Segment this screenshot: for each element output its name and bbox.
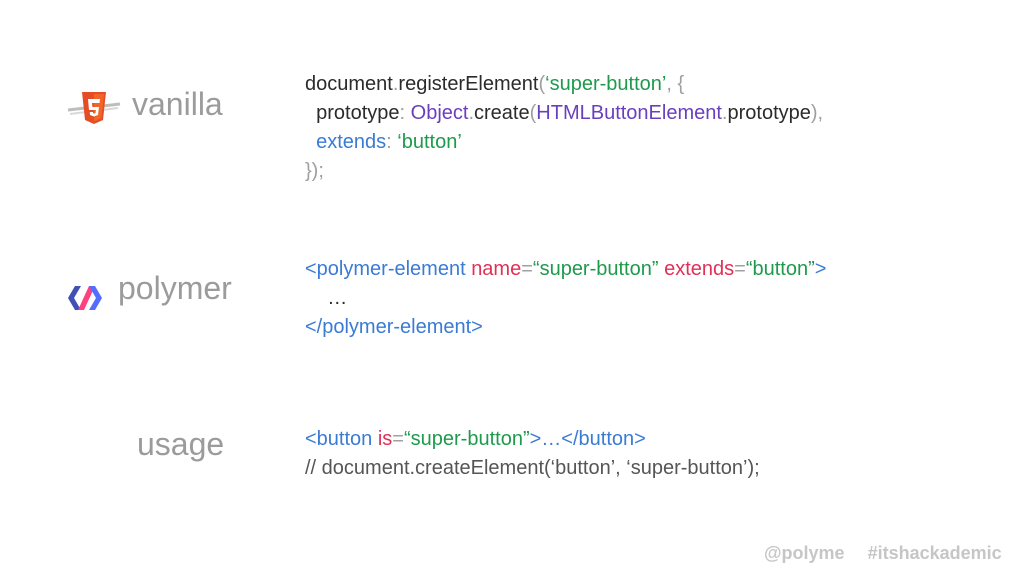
code-token: extends bbox=[664, 258, 735, 280]
code-token: extends bbox=[305, 131, 387, 153]
polymer-logo-icon bbox=[66, 284, 104, 312]
polymer-code-block: <polymer-element name=“super-button” ext… bbox=[305, 255, 826, 342]
vanilla-label: vanilla bbox=[132, 86, 223, 122]
code-token: <polymer-element bbox=[305, 258, 472, 280]
code-token: : bbox=[399, 102, 411, 124]
code-token: = bbox=[392, 428, 404, 450]
code-token: create bbox=[474, 102, 530, 124]
code-line: </polymer-element> bbox=[305, 313, 826, 342]
code-line: <button is=“super-button”>…</button> bbox=[305, 425, 760, 454]
code-token: registerElement bbox=[398, 73, 539, 95]
code-line: // document.createElement(‘button’, ‘sup… bbox=[305, 454, 760, 483]
code-token: >…</button> bbox=[529, 428, 646, 450]
code-token: > bbox=[814, 258, 827, 280]
code-token: … bbox=[305, 287, 348, 309]
code-token: <button bbox=[305, 428, 378, 450]
code-token: . bbox=[468, 102, 475, 124]
code-token: ‘button’ bbox=[397, 131, 462, 153]
vanilla-code-block: document.registerElement(‘super-button’,… bbox=[305, 70, 823, 186]
footer-handle: @polyme bbox=[764, 543, 845, 563]
code-line: }); bbox=[305, 157, 823, 186]
code-token: . bbox=[721, 102, 728, 124]
code-line: document.registerElement(‘super-button’,… bbox=[305, 70, 823, 99]
code-token: ( bbox=[529, 102, 537, 124]
code-token: = bbox=[521, 258, 533, 280]
code-line: prototype: Object.create(HTMLButtonEleme… bbox=[305, 99, 823, 128]
code-line: extends: ‘button’ bbox=[305, 128, 823, 157]
code-token: prototype bbox=[305, 102, 400, 124]
code-token: ( bbox=[538, 73, 546, 95]
code-token: : bbox=[386, 131, 398, 153]
code-line: <polymer-element name=“super-button” ext… bbox=[305, 255, 826, 284]
code-line: … bbox=[305, 284, 826, 313]
code-token: name bbox=[471, 258, 522, 280]
code-token: is bbox=[377, 428, 393, 450]
code-token: document bbox=[305, 73, 393, 95]
code-token: “super-button” bbox=[532, 258, 659, 280]
html5-shield-icon bbox=[66, 88, 122, 128]
code-token: “button” bbox=[745, 258, 815, 280]
code-token: . bbox=[392, 73, 399, 95]
code-token: , { bbox=[666, 73, 685, 95]
code-token: Object bbox=[410, 102, 469, 124]
footer: @polyme #itshackademic bbox=[764, 543, 1020, 564]
code-token: HTMLButtonElement bbox=[536, 102, 722, 124]
code-token: “super-button” bbox=[403, 428, 530, 450]
code-token: ), bbox=[810, 102, 824, 124]
usage-label: usage bbox=[137, 426, 225, 462]
code-token: prototype bbox=[727, 102, 811, 124]
code-token: </polymer-element> bbox=[305, 316, 483, 338]
code-token: = bbox=[734, 258, 746, 280]
code-token: ‘super-button’ bbox=[545, 73, 667, 95]
code-token: }); bbox=[305, 160, 324, 182]
polymer-label: polymer bbox=[118, 270, 232, 306]
usage-code-block: <button is=“super-button”>…</button> // d… bbox=[305, 425, 760, 483]
code-token: // document.createElement(‘button’, ‘sup… bbox=[305, 457, 760, 479]
footer-hashtag: #itshackademic bbox=[867, 543, 1002, 563]
